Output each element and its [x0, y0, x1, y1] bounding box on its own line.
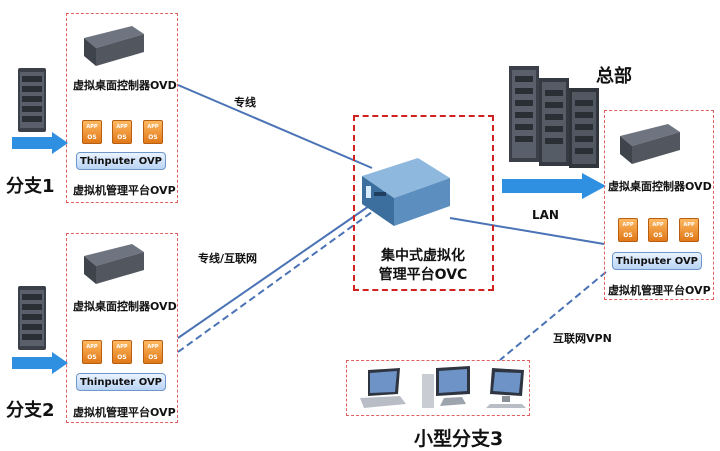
link-label-small: 互联网VPN — [553, 332, 612, 345]
link-label-branch1: 专线 — [234, 96, 256, 109]
arrow-right-icon — [12, 132, 68, 154]
rack-server-icon — [18, 286, 46, 350]
rack-server-icon — [18, 68, 46, 132]
hq-box — [604, 110, 714, 300]
branch1-name: 分支1 — [6, 176, 55, 197]
branch1-ovp-label: 虚拟机管理平台OVP — [73, 184, 176, 197]
server-icon — [84, 26, 144, 66]
hq-name: 总部 — [596, 66, 632, 87]
arrow-right-icon — [12, 352, 68, 374]
branch1-ovp-bar: Thinputer OVP — [76, 152, 166, 170]
monitor-icon — [486, 368, 526, 408]
branch2-ovp-label: 虚拟机管理平台OVP — [73, 406, 176, 419]
hq-ovd-label: 虚拟桌面控制器OVD — [608, 180, 712, 193]
branch1-box — [66, 13, 178, 203]
link-branch2-dashed — [177, 211, 373, 353]
small-branch-box — [346, 360, 530, 416]
small-branch-name: 小型分支3 — [414, 428, 504, 450]
ovc-title-line1: 集中式虚拟化 — [381, 248, 465, 264]
laptop-icon — [360, 368, 406, 408]
branch2-box — [66, 233, 178, 423]
ovc-box — [353, 115, 494, 291]
branch2-ovd-label: 虚拟桌面控制器OVD — [73, 300, 177, 313]
branch2-ovp-bar: Thinputer OVP — [76, 373, 166, 391]
hq-ovp-bar: Thinputer OVP — [612, 252, 702, 270]
branch1-ovd-label: 虚拟桌面控制器OVD — [73, 79, 177, 92]
server-cluster-icon — [509, 66, 599, 168]
ovc-server-icon — [362, 158, 450, 226]
hq-ovp-label: 虚拟机管理平台OVP — [608, 284, 711, 297]
link-hq — [449, 217, 605, 245]
branch2-name: 分支2 — [6, 400, 55, 421]
link-label-branch2: 专线/互联网 — [198, 252, 258, 265]
server-icon — [620, 124, 680, 164]
link-branch1 — [177, 84, 373, 169]
link-small-branch — [499, 271, 607, 361]
link-branch2-solid — [177, 203, 373, 339]
server-icon — [84, 244, 144, 284]
link-label-hq: LAN — [532, 208, 559, 222]
ovc-title-line2: 管理平台OVC — [378, 267, 468, 283]
arrow-right-icon — [502, 173, 606, 199]
desktop-computer-icon — [422, 366, 470, 408]
